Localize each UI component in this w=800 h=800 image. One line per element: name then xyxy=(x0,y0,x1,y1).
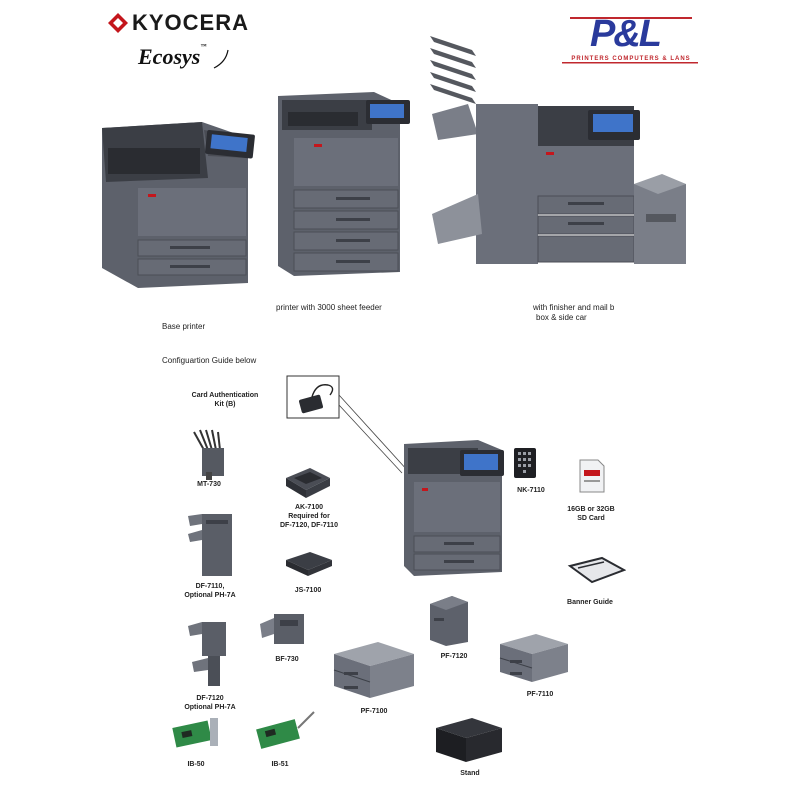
js7100-image xyxy=(286,552,332,576)
df7120-label-line2: Optional PH-7A xyxy=(184,704,236,711)
card-auth-label-line1: Card Authentication xyxy=(191,392,259,399)
pf7100-label: PF-7100 xyxy=(360,708,388,715)
js7100-label: JS-7100 xyxy=(294,587,322,594)
finisher-caption-line2: box & side car xyxy=(536,313,587,322)
base-printer-image xyxy=(102,122,255,288)
kyocera-mark-icon xyxy=(108,13,128,33)
df7120-label-line1: DF-7120 xyxy=(196,695,224,702)
pl-logo-frame xyxy=(562,17,698,64)
df7110-label-line1: DF-7110, xyxy=(195,583,225,590)
guide-caption: Configuartion Guide below xyxy=(162,356,257,365)
card-auth-callout xyxy=(286,375,409,474)
mt730-label: MT-730 xyxy=(197,481,221,488)
pf7120-image xyxy=(430,596,468,646)
df7110-label: DF-7110, Optional PH-7A xyxy=(170,582,250,600)
pl-tagline: PRINTERS COMPUTERS & LANS xyxy=(571,56,691,62)
df7120-image xyxy=(188,622,226,686)
nk7110-image xyxy=(514,448,536,478)
kyocera-wordmark: KYOCERA xyxy=(132,10,250,35)
nk7110-label: NK-7110 xyxy=(517,487,545,494)
ak7100-label-line1: AK-7100 xyxy=(294,504,323,511)
sd-card-image xyxy=(579,459,605,493)
pf7100-image xyxy=(333,642,414,698)
ib50-label: IB-50 xyxy=(187,761,205,768)
card-auth-label-line2: Kit (B) xyxy=(214,401,236,408)
df7110-image xyxy=(188,514,232,576)
ib50-image xyxy=(172,718,218,748)
sd-card-label-line2: SD Card xyxy=(577,515,605,522)
center-printer-image xyxy=(404,440,504,576)
bf730-image xyxy=(260,614,304,644)
stand-label: Stand xyxy=(460,770,480,777)
pf7110-label: PF-7110 xyxy=(526,691,554,698)
sd-card-label: 16GB or 32GB SD Card xyxy=(546,505,636,523)
kyocera-logo: KYOCERA xyxy=(108,10,249,36)
sd-card-label-line1: 16GB or 32GB xyxy=(567,506,615,513)
ak7100-image xyxy=(286,468,330,498)
ib51-image xyxy=(256,711,315,749)
feeder-caption: printer with 3000 sheet feeder xyxy=(276,303,382,312)
ecosys-logo: Ecosys™ xyxy=(138,44,229,70)
ak7100-label-line3: DF-7120, DF-7110 xyxy=(280,522,338,529)
stand-image xyxy=(436,718,502,762)
base-caption: Base printer xyxy=(162,322,206,331)
printer-with-finisher-image xyxy=(430,36,686,264)
ib51-label: IB-51 xyxy=(271,761,289,768)
pf7110-image xyxy=(499,634,568,682)
banner-guide-label: Banner Guide xyxy=(567,599,613,606)
pl-wordmark: P&L xyxy=(590,13,662,55)
df7110-label-line2: Optional PH-7A xyxy=(184,592,236,599)
pf7120-label: PF-7120 xyxy=(440,653,468,660)
df7120-label: DF-7120 Optional PH-7A xyxy=(170,694,250,712)
ak7100-label-line2: Required for xyxy=(288,513,330,520)
bf730-label: BF-730 xyxy=(275,656,299,663)
ak7100-label: AK-7100 Required for DF-7120, DF-7110 xyxy=(266,503,352,530)
card-auth-label: Card Authentication Kit (B) xyxy=(180,391,270,409)
printer-with-feeder-image xyxy=(278,92,410,276)
ecosys-wordmark: Ecosys xyxy=(138,44,201,69)
finisher-caption-line1: with finisher and mail b xyxy=(533,303,615,312)
ecosys-swoosh-icon xyxy=(213,49,229,69)
banner-guide-image xyxy=(567,556,626,584)
mt730-image xyxy=(193,429,224,480)
